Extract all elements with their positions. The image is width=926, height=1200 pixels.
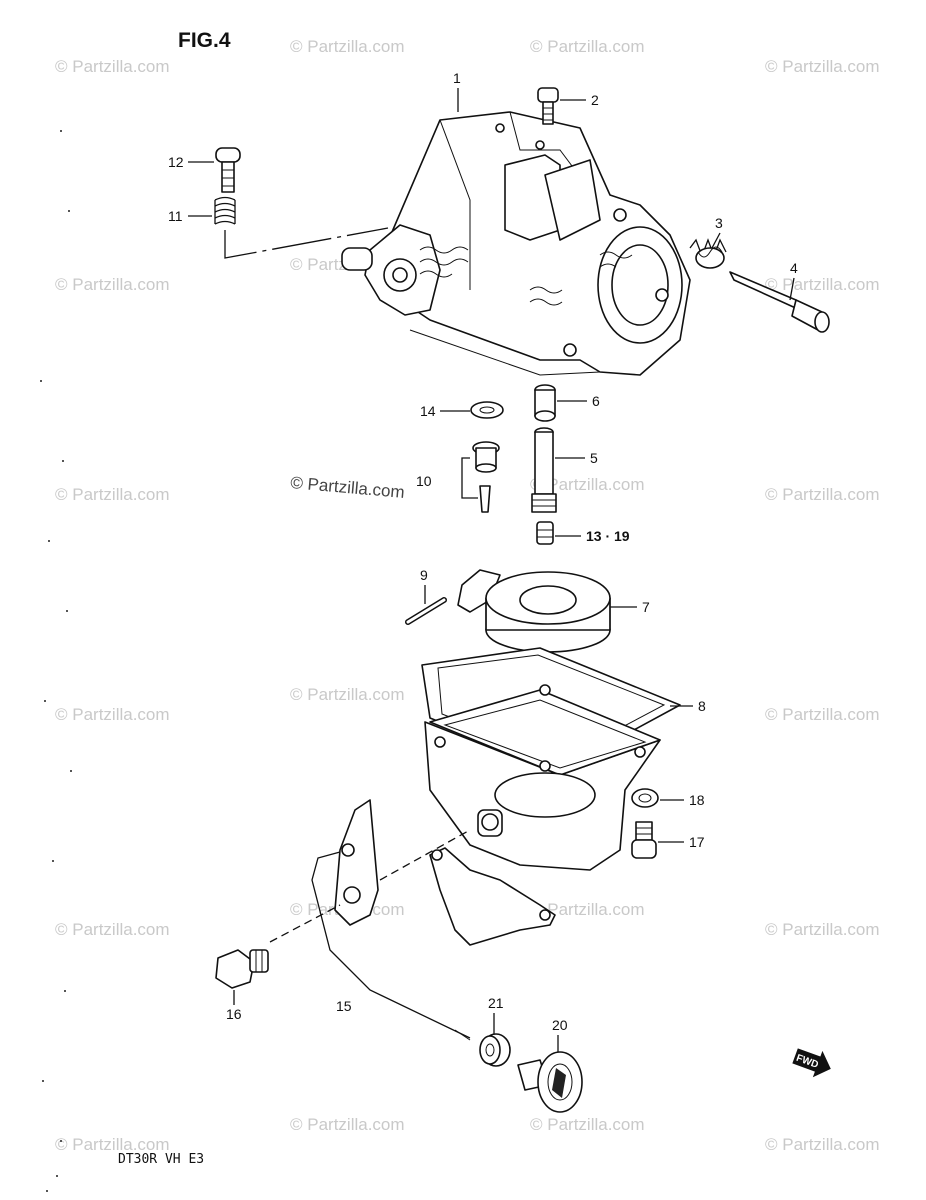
- watermark: © Partzilla.com: [765, 57, 880, 76]
- watermark: © Partzilla.com: [530, 1115, 645, 1134]
- callout-1: 1: [453, 70, 461, 86]
- watermark: © Partzilla.com: [530, 900, 645, 919]
- callout-9: 9: [420, 567, 428, 583]
- part-7-float: [457, 569, 611, 653]
- callout-3: 3: [715, 215, 723, 231]
- part-14-washer-hole: [479, 406, 495, 414]
- part-4-needle-screw: [729, 271, 830, 333]
- part-17-drain-screw: [631, 821, 657, 859]
- watermark: © Partzilla.com: [290, 685, 405, 704]
- float-bowl: [424, 684, 661, 871]
- carburetor-body: [341, 111, 691, 376]
- watermark: © Partzilla.com: [765, 920, 880, 939]
- part-20-drain-knob: [517, 1051, 583, 1113]
- watermark: © Partzilla.com: [55, 485, 170, 504]
- fwd-arrow-icon: FWD: [792, 1048, 831, 1078]
- callout-5: 5: [590, 450, 598, 466]
- part-5-emulsion-tube: [531, 427, 557, 513]
- watermark: © Partzilla.com: [55, 275, 170, 294]
- watermark: © Partzilla.com: [765, 1135, 880, 1154]
- scan-edge-speckle: [40, 130, 72, 1192]
- callout-20: 20: [552, 1017, 568, 1033]
- leader-3: [711, 232, 721, 249]
- part-10-needle-valve: [461, 441, 500, 513]
- watermark: © Partzilla.com: [55, 57, 170, 76]
- part-21-grommet: [479, 1033, 511, 1067]
- part-2-screw: [537, 87, 559, 125]
- callout-2: 2: [591, 92, 599, 108]
- watermark: © Partzilla.com: [765, 275, 880, 294]
- callout-10: 10: [416, 473, 432, 489]
- leader-11-to-body: [224, 227, 389, 259]
- callout-13-19: 13 · 19: [586, 528, 630, 544]
- callout-17: 17: [689, 834, 705, 850]
- part-14-washer: [470, 401, 504, 419]
- watermark: © Partzilla.com: [55, 705, 170, 724]
- part-12-screw: [215, 147, 241, 193]
- callout-18: 18: [689, 792, 705, 808]
- part-3-spring: [689, 238, 727, 269]
- part-13-main-jet: [536, 521, 554, 545]
- callout-6: 6: [592, 393, 600, 409]
- watermark: © Partzilla.com: [290, 1115, 405, 1134]
- watermark: © Partzilla.com: [55, 920, 170, 939]
- watermark: © Partzilla.com: [530, 37, 645, 56]
- part-18-washer: [631, 788, 659, 808]
- callout-14: 14: [420, 403, 436, 419]
- callout-8: 8: [698, 698, 706, 714]
- watermark-center: © Partzilla.com: [290, 473, 406, 502]
- watermark: © Partzilla.com: [765, 705, 880, 724]
- callout-7: 7: [642, 599, 650, 615]
- watermark: © Partzilla.com: [530, 475, 645, 494]
- watermark: © Partzilla.com: [55, 1135, 170, 1154]
- model-code: DT30R VH E3: [118, 1152, 204, 1167]
- callout-12: 12: [168, 154, 184, 170]
- leader-4: [789, 277, 795, 301]
- figure-title: FIG.4: [178, 29, 231, 52]
- leader-bracket: [379, 829, 471, 881]
- watermark: © Partzilla.com: [290, 37, 405, 56]
- watermark: © Partzilla.com: [765, 485, 880, 504]
- callout-11: 11: [168, 208, 183, 224]
- callout-15: 15: [336, 998, 352, 1014]
- callout-16: 16: [226, 1006, 242, 1022]
- callouts: 1 2 3 4 5 6 7 8 9 10 11 12 13 · 19 14 15…: [168, 70, 798, 1052]
- callout-21: 21: [488, 995, 504, 1011]
- leader-15: [269, 904, 341, 943]
- part-18-washer-hole: [638, 793, 652, 803]
- callout-4: 4: [790, 260, 798, 276]
- part-16-bolt: [215, 949, 269, 989]
- part-6-jet: [534, 384, 556, 422]
- part-11-spring: [214, 196, 236, 225]
- drain-bracket: [429, 847, 556, 946]
